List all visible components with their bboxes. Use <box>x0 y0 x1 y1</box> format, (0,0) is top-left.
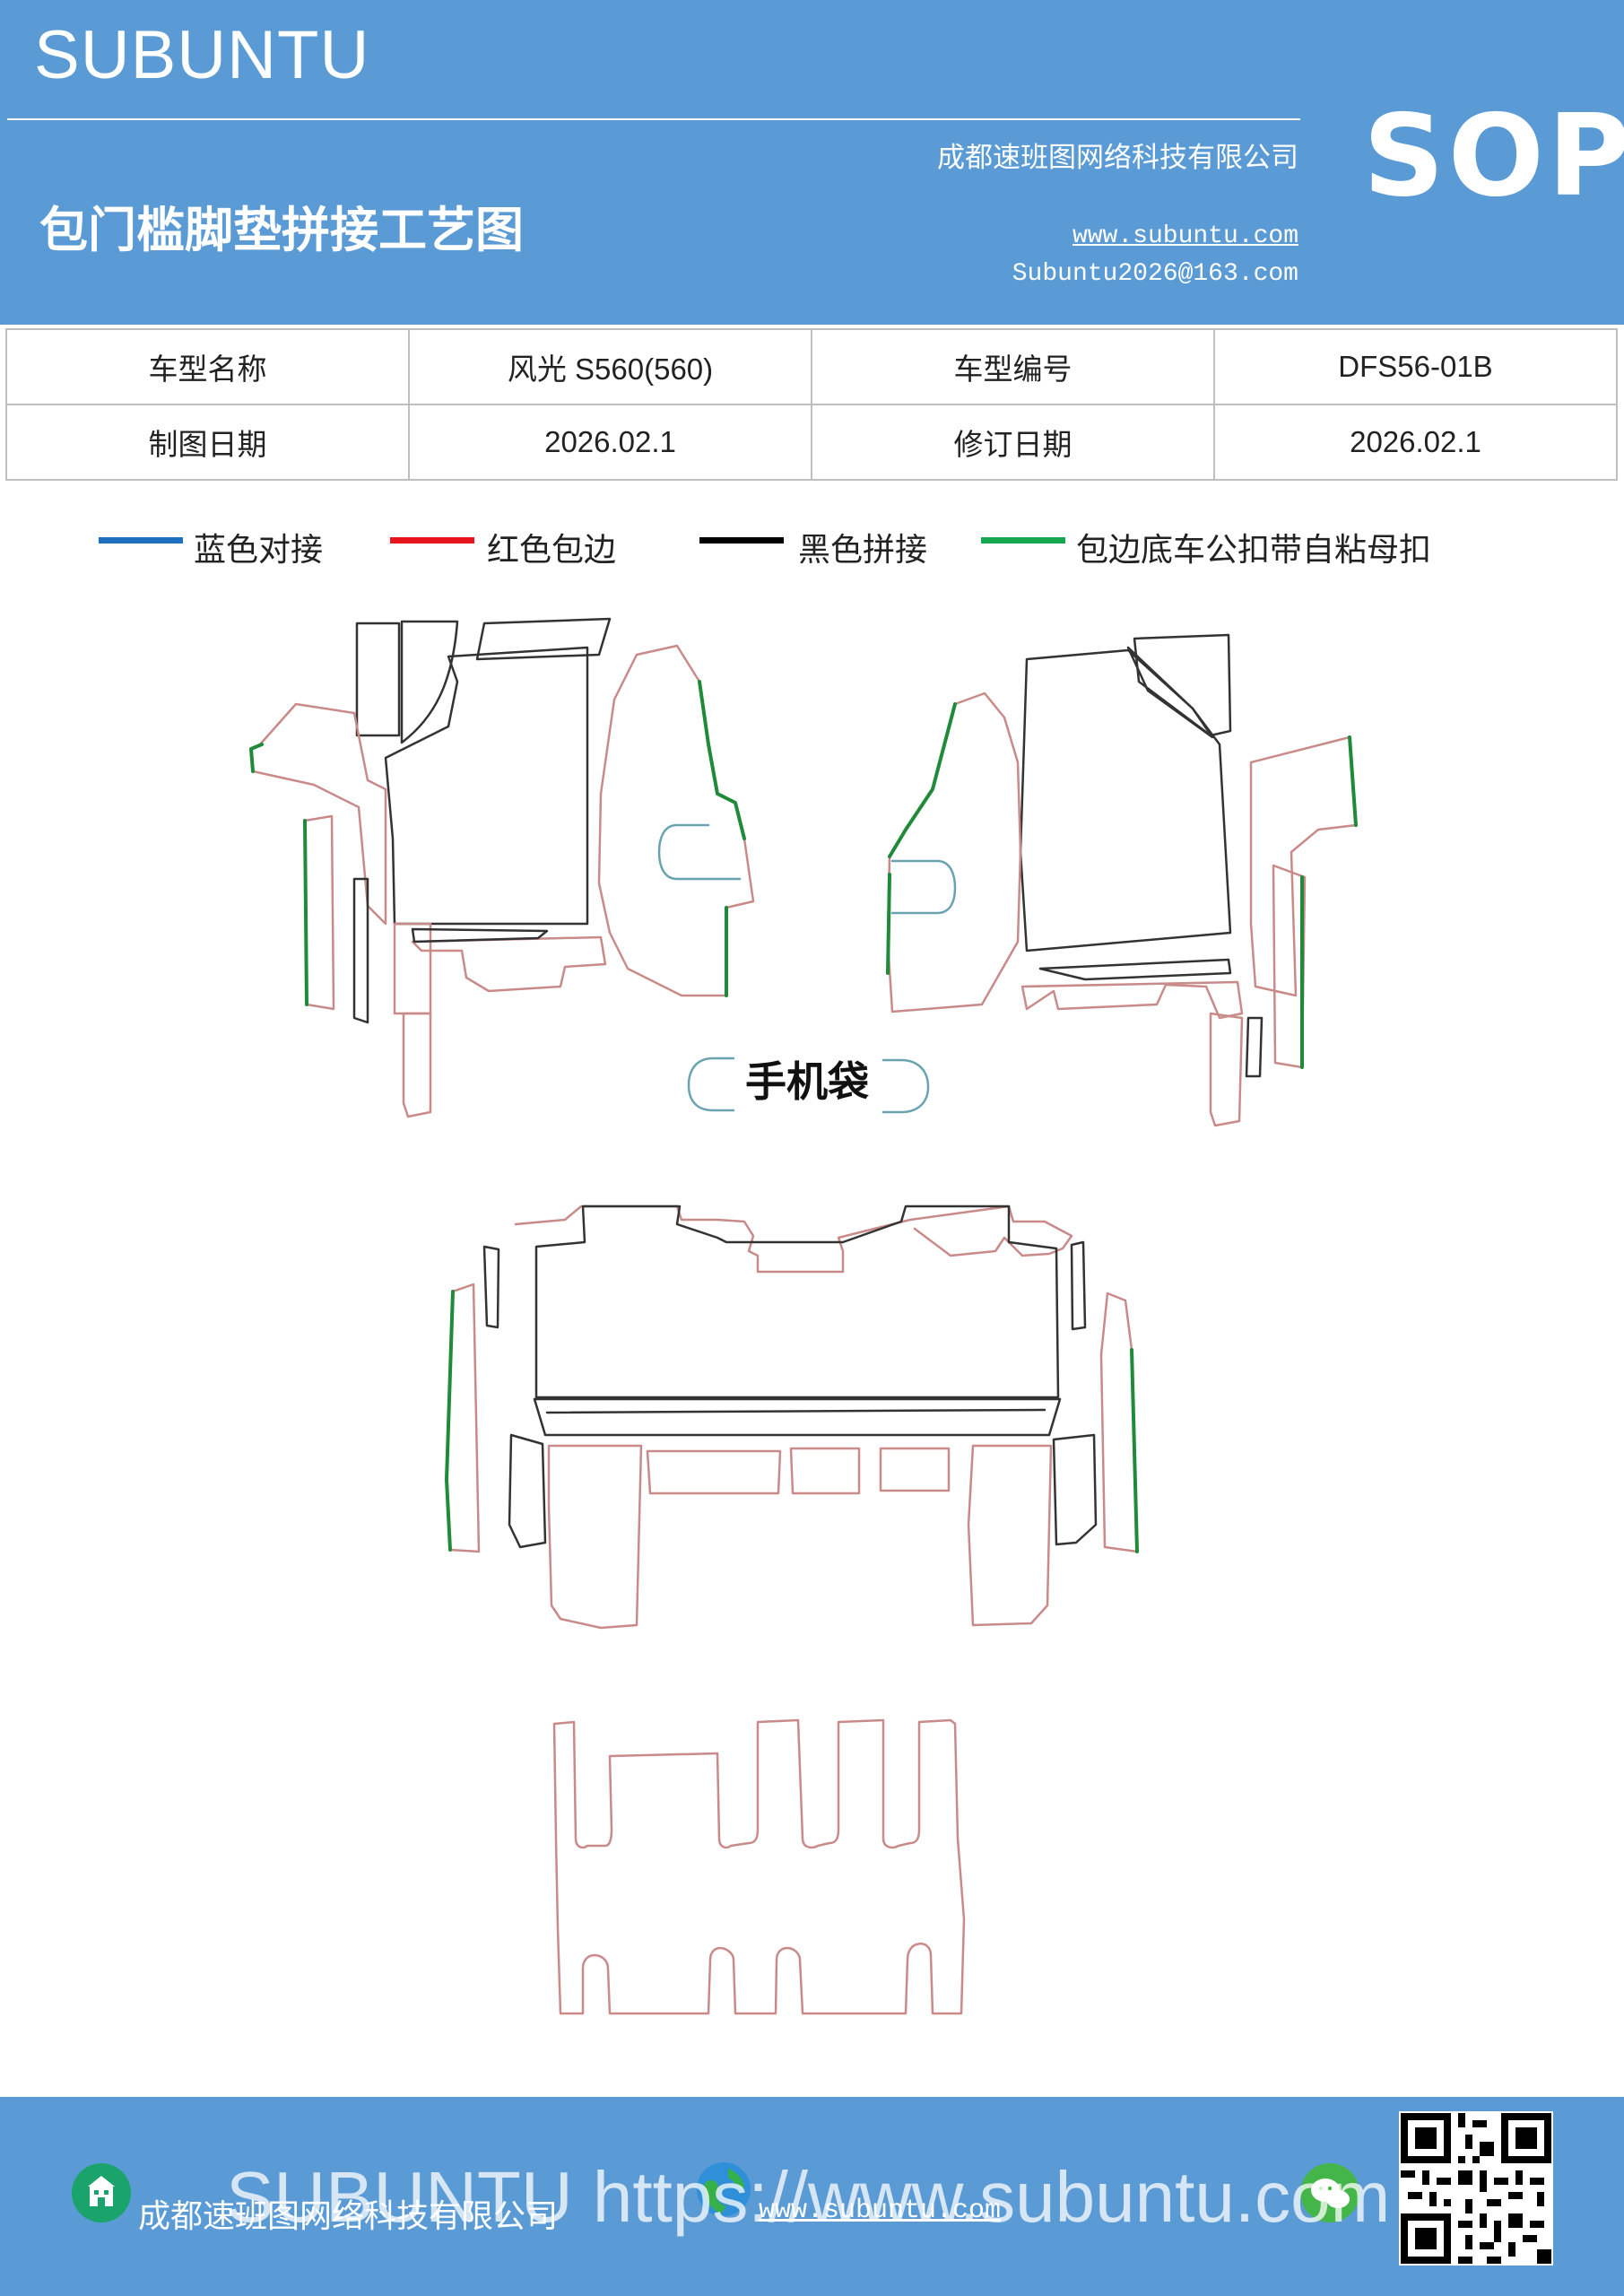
left-pillar-cover-a <box>355 622 401 737</box>
footer-website-link[interactable]: www.subuntu.com <box>759 2196 1002 2226</box>
right-console-green-edge <box>888 702 957 858</box>
middle-right-post <box>1070 1240 1087 1331</box>
legend-label-blue: 蓝色对接 <box>194 532 324 569</box>
left-driver-mat <box>384 646 589 926</box>
value-model-name: 风光 S560(560) <box>408 328 812 405</box>
wechat-icon <box>1300 2163 1359 2222</box>
middle-right-side-panel <box>1099 1292 1139 1553</box>
middle-inner-pad-1 <box>646 1449 782 1495</box>
label-draw-date: 制图日期 <box>5 404 410 481</box>
phone-pocket-left-tab <box>687 1057 735 1112</box>
left-door-sill <box>249 702 387 926</box>
document-title: 包门槛脚垫拼接工艺图 <box>39 201 524 258</box>
middle-row-mat-group <box>445 1205 1139 1630</box>
table-row: 车型名称 风光 S560(560) 车型编号 DFS56-01B <box>5 328 1618 405</box>
right-passenger-mat <box>1019 648 1232 952</box>
value-draw-date: 2026.02.1 <box>408 404 812 481</box>
sop-badge: SOP <box>1363 90 1624 222</box>
left-top-strip <box>475 617 612 661</box>
right-upper-panel <box>1133 633 1232 737</box>
legend-swatch-green <box>981 537 1065 544</box>
phone-pocket-right-tab <box>881 1058 930 1114</box>
left-heel-pad <box>411 935 607 993</box>
legend-swatch-black <box>699 537 784 544</box>
left-step-panel-green-edge <box>303 819 308 1006</box>
qr-code[interactable] <box>1399 2111 1553 2266</box>
label-model-code: 车型编号 <box>811 328 1215 405</box>
legend-label-black: 黑色拼接 <box>798 532 928 569</box>
value-revision-date: 2026.02.1 <box>1213 404 1618 481</box>
front-right-mat-group <box>886 633 1358 1127</box>
label-revision-date: 修订日期 <box>811 404 1215 481</box>
left-pillar-cover-b <box>400 620 459 744</box>
legend-swatch-blue <box>99 537 183 544</box>
building-icon <box>72 2163 131 2222</box>
middle-top-trim <box>514 1205 1073 1274</box>
right-door-sill-green-edge <box>1348 735 1358 827</box>
middle-right-leg-panel <box>1052 1433 1098 1546</box>
legend-label-red: 红色包边 <box>487 532 617 569</box>
header-divider <box>7 118 1300 120</box>
globe-icon <box>697 2162 751 2216</box>
footer-watermark: SUBUNTU https://www.subuntu.com <box>226 2157 1391 2237</box>
front-left-mat-group <box>249 617 755 1118</box>
left-column-strip <box>393 922 432 1015</box>
right-heel-pad <box>1020 980 1244 1020</box>
header-banner: SUBUNTU 包门槛脚垫拼接工艺图 成都速班图网络科技有限公司 www.sub… <box>0 0 1624 325</box>
table-row: 制图日期 2026.02.1 修订日期 2026.02.1 <box>5 404 1618 481</box>
legend-swatch-red <box>390 537 474 544</box>
brand-logo: SUBUNTU <box>34 17 370 93</box>
rear-cargo-mat <box>552 1718 966 2015</box>
right-console-panel <box>886 691 1022 1013</box>
middle-left-leg-panel <box>508 1433 547 1549</box>
footer-banner: 成都速班图网络科技有限公司 www.subuntu.com SUBUNTU ht… <box>0 2097 1624 2296</box>
footer-company-name: 成都速班图网络科技有限公司 <box>138 2198 559 2235</box>
left-lower-strip <box>402 1012 432 1118</box>
left-console-green-edge <box>698 680 746 840</box>
right-pocket-outline <box>890 859 957 915</box>
middle-left-green-edge <box>445 1290 455 1552</box>
value-model-code: DFS56-01B <box>1213 328 1618 405</box>
rear-mat-group <box>552 1718 966 2015</box>
label-model-name: 车型名称 <box>5 328 410 405</box>
middle-left-post <box>482 1245 500 1329</box>
middle-right-green-edge <box>1130 1348 1139 1553</box>
middle-seat-rail <box>533 1397 1062 1437</box>
middle-bench-mat <box>534 1205 1060 1399</box>
left-pocket-outline <box>657 823 742 881</box>
left-step-panel <box>303 814 335 1011</box>
right-wedge-strip <box>1038 958 1232 981</box>
middle-inner-pad-3 <box>879 1447 951 1492</box>
right-console-green-edge-2 <box>886 873 891 975</box>
phone-pocket-group: 手机袋 <box>687 1057 930 1114</box>
middle-seat-rail-inner <box>545 1408 1046 1414</box>
left-wedge-strip <box>411 927 549 944</box>
phone-pocket-label: 手机袋 <box>745 1057 869 1106</box>
right-step-panel <box>1272 864 1307 1069</box>
website-link[interactable]: www.subuntu.com <box>1072 222 1298 250</box>
right-small-strip <box>1245 1016 1264 1078</box>
left-step-strip <box>352 877 369 1024</box>
left-door-sill-green-edge <box>249 743 264 773</box>
contact-email[interactable]: Subuntu2026@163.com <box>1012 260 1298 288</box>
line-color-legend: 蓝色对接 红色包边 黑色拼接 包边底车公扣带自粘母扣 <box>0 524 1624 578</box>
company-name: 成都速班图网络科技有限公司 <box>937 142 1298 174</box>
vehicle-info-table: 车型名称 风光 S560(560) 车型编号 DFS56-01B 制图日期 20… <box>5 328 1618 481</box>
left-center-console-panel <box>597 644 755 997</box>
right-column-strip <box>1209 1012 1244 1127</box>
middle-right-foot-pad <box>967 1444 1053 1627</box>
right-diagonal-strip <box>1126 646 1214 739</box>
floor-mat-splice-diagram: 手机袋 <box>249 617 1358 2015</box>
middle-inner-pad-2 <box>789 1447 861 1495</box>
legend-label-green: 包边底车公扣带自粘母扣 <box>1076 532 1432 569</box>
middle-left-foot-pad <box>547 1444 643 1630</box>
